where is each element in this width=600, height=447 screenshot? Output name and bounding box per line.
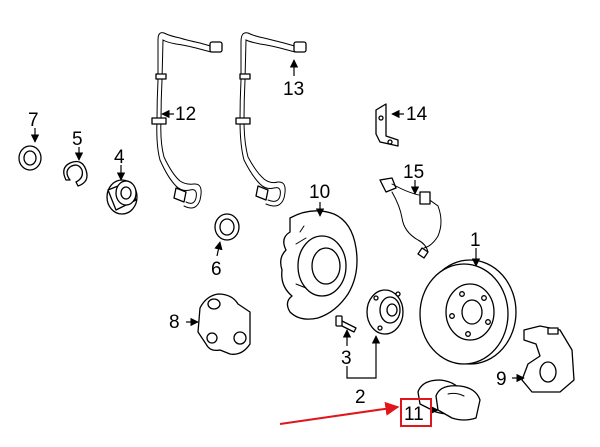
callout-13: 13 xyxy=(283,79,304,100)
callout-numbers: 7 5 4 6 12 13 14 15 10 1 8 9 3 2 11 xyxy=(28,79,507,425)
callout-12: 12 xyxy=(175,104,196,125)
brake-pads xyxy=(417,379,481,421)
wheel-stud xyxy=(335,315,357,333)
callout-1: 1 xyxy=(470,230,481,251)
callout-7: 7 xyxy=(28,110,39,131)
callout-4: 4 xyxy=(114,147,125,168)
callout-3: 3 xyxy=(341,348,352,369)
callout-8: 8 xyxy=(169,312,180,333)
red-arrow xyxy=(279,401,400,425)
wheel-bearing xyxy=(106,179,138,215)
splash-shield xyxy=(280,210,358,320)
callout-11: 11 xyxy=(404,404,424,425)
callout-15: 15 xyxy=(403,162,424,183)
wheel-hub xyxy=(366,289,404,335)
callout-leaders xyxy=(30,59,525,415)
brake-caliper xyxy=(521,325,575,393)
hose-bracket xyxy=(375,103,399,147)
seal-ring xyxy=(18,145,42,171)
callout-6: 6 xyxy=(211,259,222,280)
brake-rotor xyxy=(419,259,517,365)
callout-10: 10 xyxy=(309,182,330,203)
highlight-annotation xyxy=(279,398,432,427)
callout-5: 5 xyxy=(72,129,83,150)
snap-ring xyxy=(63,160,88,187)
callout-14: 14 xyxy=(406,104,428,125)
callout-9: 9 xyxy=(496,369,507,390)
highlight-box xyxy=(400,398,432,427)
abs-sensor-wire-right xyxy=(235,32,307,207)
callout-2: 2 xyxy=(355,387,366,408)
abs-sensor-wire-left xyxy=(151,32,223,209)
hub-seal xyxy=(214,213,240,241)
brake-hose xyxy=(379,177,442,259)
caliper-bracket xyxy=(197,293,251,355)
